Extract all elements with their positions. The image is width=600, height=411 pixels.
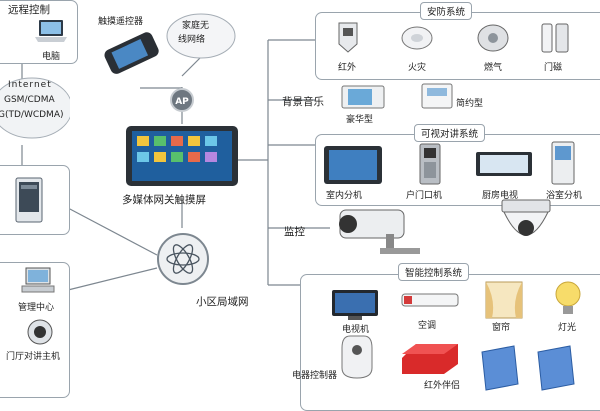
curtain-control-panel-icon: [481, 345, 519, 391]
internet-label: Internet: [8, 80, 52, 90]
air-conditioner-label: 空调: [418, 321, 437, 331]
tv-label: 电视机: [342, 325, 370, 335]
home-wireless-label-line1: 家庭无: [182, 21, 210, 31]
gateway-touchscreen-icon: [126, 126, 238, 186]
security-item-2: 燃气: [484, 63, 503, 73]
ap-node: AP: [170, 88, 194, 112]
laptop-icon: [35, 20, 67, 42]
video-intercom-item-1: 户门口机: [406, 191, 443, 201]
connection-lines: [21, 39, 330, 291]
video-intercom-item-0: 室内分机: [326, 191, 363, 201]
security-system-title: 安防系统: [420, 2, 473, 20]
video-intercom-item-2: 厨房电视: [482, 191, 519, 201]
simple-music-panel-icon: [421, 83, 453, 109]
fire-detector-icon: [401, 26, 433, 50]
security-item-0: 红外: [338, 63, 357, 73]
server-icon: [15, 177, 43, 223]
security-item-3: 门磁: [544, 63, 563, 73]
management-center-label: 管理中心: [18, 303, 55, 313]
curtain-icon: [485, 281, 523, 319]
community-lan-icon: [157, 233, 209, 285]
appliance-controller-label: 电器控制器: [292, 371, 338, 381]
door-intercom-host-label: 门厅对讲主机: [6, 352, 61, 362]
smart-control-title: 智能控制系统: [398, 263, 470, 281]
infrared-sensor-icon: [338, 22, 358, 53]
multimedia-gateway-label: 多媒体网关触摸屏: [122, 194, 206, 206]
security-item-1: 火灾: [408, 63, 427, 73]
ir-companion-label: 红外伴侣: [424, 381, 461, 391]
bathroom-unit-icon: [551, 141, 575, 185]
door-intercom-icon: [27, 319, 53, 345]
door-unit-icon: [419, 143, 441, 185]
gsm-cdma-label: GSM/CDMA: [4, 95, 55, 105]
video-intercom-title: 可视对讲系统: [414, 124, 486, 142]
tv-icon: [332, 290, 378, 320]
svg-text:AP: AP: [175, 97, 189, 107]
simple-type-label: 简约型: [456, 99, 484, 109]
touch-remote-icon: [104, 32, 159, 74]
appliance-controller-icon: [341, 335, 373, 379]
dome-camera-icon: [501, 199, 551, 236]
kitchen-tv-icon: [476, 152, 532, 176]
wireless-cloud-icon: [166, 13, 236, 59]
cloud-icon: [0, 77, 70, 139]
surveillance-camera-icon: [339, 209, 420, 254]
video-intercom-item-3: 浴室分机: [546, 191, 583, 201]
ir-companion-icon: [402, 344, 458, 374]
community-lan-label: 小区局域网: [196, 296, 249, 308]
door-magnet-icon: [541, 23, 569, 53]
computer-label: 电脑: [42, 52, 61, 62]
light-bulb-icon: [555, 281, 581, 314]
monitoring-label: 监控: [284, 226, 305, 238]
remote-control-title: 远程控制: [8, 4, 50, 16]
air-conditioner-icon: [401, 293, 459, 307]
indoor-unit-icon: [324, 146, 382, 184]
desktop-computer-icon: [21, 267, 55, 293]
gas-detector-icon: [477, 24, 509, 52]
background-music-label: 背景音乐: [282, 96, 324, 108]
curtain-label: 窗帘: [492, 323, 511, 333]
luxury-type-label: 豪华型: [346, 115, 374, 125]
light-control-panel-icon: [537, 345, 575, 391]
td-wcdma-label: G(TD/WCDMA): [0, 110, 64, 120]
home-wireless-label-line2: 线网络: [178, 35, 206, 45]
light-label: 灯光: [558, 323, 577, 333]
luxury-music-panel-icon: [341, 85, 385, 109]
touch-remote-label: 触摸遥控器: [98, 17, 144, 27]
